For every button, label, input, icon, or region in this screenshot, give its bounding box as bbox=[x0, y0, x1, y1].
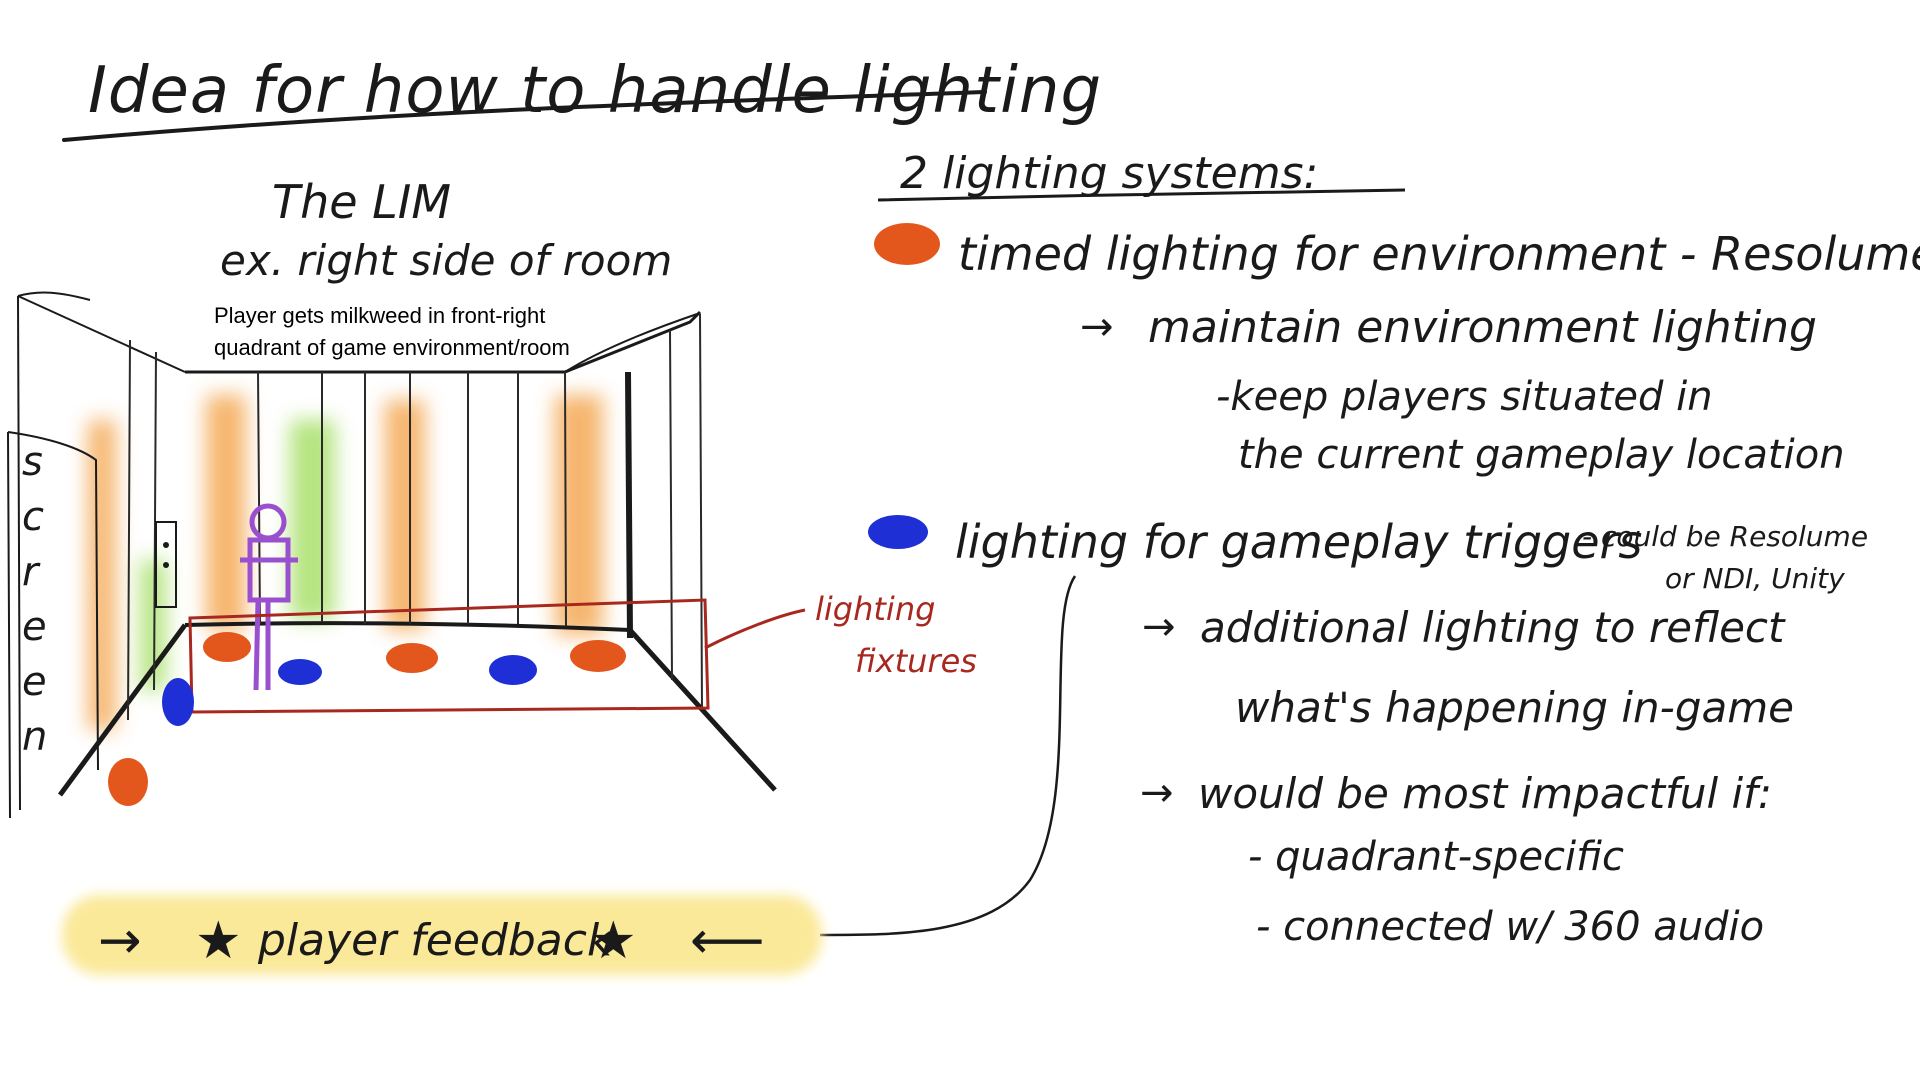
fixtures-label-line2: fixtures bbox=[855, 642, 977, 680]
glow-green-back-1 bbox=[290, 420, 335, 620]
glow-orange-back-3 bbox=[555, 395, 603, 635]
player-feedback: → ★ player feedback ★ ⟵ bbox=[62, 895, 822, 975]
arrow-icon: → bbox=[1080, 304, 1114, 350]
room-subheading: ex. right side of room bbox=[220, 236, 672, 285]
screen-letter: e bbox=[22, 659, 47, 705]
env-system-detail-line2: the current gameplay location bbox=[1238, 432, 1845, 478]
left-wall-top bbox=[17, 295, 186, 373]
room-sketch: s c r e e n lighting bbox=[7, 291, 977, 819]
floor-left-diagonal bbox=[57, 623, 188, 797]
trigger-system-aside-line2: or NDI, Unity bbox=[1665, 562, 1845, 595]
env-system-detail-line1: -keep players situated in bbox=[1216, 374, 1713, 420]
back-wall-right-edge bbox=[625, 371, 633, 639]
fixtures-label-line1: lighting bbox=[815, 590, 935, 628]
title-block: Idea for how to handle lighting bbox=[62, 54, 1102, 142]
orange-light-icon bbox=[203, 632, 251, 662]
trigger-system-impact: would be most impactful if: bbox=[1198, 769, 1772, 818]
room-caption-line2: quadrant of game environment/room bbox=[214, 335, 570, 360]
orange-light-icon bbox=[874, 223, 940, 265]
trigger-system-sub-line1: additional lighting to reflect bbox=[1200, 603, 1786, 652]
title-underline bbox=[62, 90, 987, 142]
trigger-system-title: lighting for gameplay triggers bbox=[955, 515, 1642, 569]
floor-back-line bbox=[184, 621, 631, 632]
room-caption-line1: Player gets milkweed in front-right bbox=[214, 303, 545, 328]
glow-orange-back-1 bbox=[206, 395, 246, 630]
left-door-frame bbox=[7, 431, 99, 819]
light-glows bbox=[88, 395, 603, 730]
page-title: Idea for how to handle lighting bbox=[88, 54, 1102, 128]
trigger-to-feedback-connector bbox=[819, 575, 1077, 937]
glow-orange-left-1 bbox=[88, 420, 116, 730]
star-icon: ★ bbox=[590, 911, 637, 971]
glow-orange-back-2 bbox=[385, 400, 425, 630]
screen-letter: s bbox=[22, 439, 43, 485]
arrow-icon: ⟵ bbox=[690, 911, 765, 971]
trigger-system-cond1: - quadrant-specific bbox=[1248, 834, 1624, 880]
fixtures-box bbox=[188, 598, 710, 714]
wall-device-knob-2 bbox=[163, 562, 169, 568]
arrow-icon: → bbox=[1142, 604, 1176, 650]
trigger-system-aside-line1: - could be Resolume bbox=[1582, 520, 1868, 553]
screen-label: s c r e e n bbox=[22, 439, 47, 760]
wall-device-knob-1 bbox=[163, 542, 169, 548]
floor-right-diagonal bbox=[628, 628, 777, 792]
trigger-system-sub-line2: what's happening in-game bbox=[1235, 683, 1794, 732]
blue-light-icon bbox=[489, 655, 537, 685]
systems-heading-underline bbox=[877, 188, 1406, 202]
blue-light-icon bbox=[868, 515, 928, 549]
orange-light-icon bbox=[108, 758, 148, 806]
screen-letter: n bbox=[22, 714, 47, 760]
feedback-highlight bbox=[62, 895, 822, 975]
env-system-title: timed lighting for environment - Resolum… bbox=[958, 227, 1920, 281]
screen-letter: c bbox=[22, 494, 44, 540]
screen-letter: r bbox=[22, 549, 41, 595]
back-wall-top bbox=[185, 310, 702, 374]
fixtures-connector bbox=[704, 608, 806, 650]
left-wall-outer bbox=[17, 295, 21, 811]
trigger-system-cond2: - connected w/ 360 audio bbox=[1256, 904, 1764, 950]
feedback-label: player feedback bbox=[257, 915, 614, 966]
ceiling-right bbox=[564, 312, 701, 373]
room-heading: The LIM bbox=[272, 175, 451, 229]
screen-letter: e bbox=[22, 604, 47, 650]
star-icon: ★ bbox=[195, 911, 242, 971]
arrow-icon: → bbox=[1140, 770, 1174, 816]
wall-panel-lines bbox=[127, 313, 703, 721]
left-top-border bbox=[17, 291, 91, 301]
arrow-icon: → bbox=[98, 911, 142, 971]
wall-device bbox=[155, 521, 177, 608]
blue-light-icon bbox=[162, 678, 194, 726]
blue-light-icon bbox=[278, 659, 322, 685]
env-system-sub: maintain environment lighting bbox=[1148, 302, 1817, 353]
lighting-systems: 2 lighting systems: timed lighting for e… bbox=[868, 148, 1920, 950]
orange-light-icon bbox=[570, 640, 626, 672]
orange-light-icon bbox=[386, 643, 438, 673]
systems-heading: 2 lighting systems: bbox=[900, 148, 1318, 199]
light-fixtures bbox=[108, 632, 626, 806]
